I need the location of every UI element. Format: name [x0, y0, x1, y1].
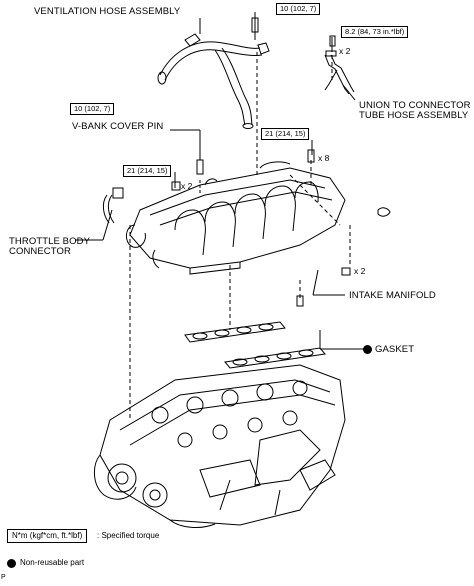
ventilation-hose-label: VENTILATION HOSE ASSEMBLY — [34, 6, 181, 17]
torque-top: 10 (102, 7) — [276, 3, 321, 15]
torque-right-top: 8.2 (84, 73 in.*lbf) — [341, 26, 409, 38]
vbank-cover-pin-label: V-BANK COVER PIN — [72, 121, 164, 132]
torque-legend-box: N*m (kgf*cm, ft.*lbf) — [7, 529, 88, 543]
torque-vbank: 10 (102, 7) — [70, 103, 115, 115]
qty-x8: x 8 — [318, 153, 330, 163]
nonreusable-dot-gasket — [363, 345, 372, 354]
qty-x2-manifold: x 2 — [354, 266, 366, 276]
union-tube-label-2: TUBE HOSE ASSEMBLY — [359, 110, 469, 121]
gasket-label: GASKET — [375, 344, 415, 355]
intake-manifold-label: INTAKE MANIFOLD — [349, 290, 436, 301]
footer-mark: P — [1, 574, 6, 581]
leader-throttle — [102, 209, 113, 241]
torque-right-bolt: 21 (214, 15) — [261, 128, 310, 140]
union-tube-label-1: UNION TO CONNECTOR — [359, 100, 471, 111]
qty-x2-left: x 2 — [181, 181, 193, 191]
throttle-body-label-1: THROTTLE BODY — [9, 236, 91, 247]
torque-left-bolt: 21 (214, 15) — [123, 165, 172, 177]
nonreusable-legend-dot — [7, 559, 16, 568]
nonreusable-legend-text: Non-reusable part — [20, 558, 85, 567]
torque-legend-text: : Specified torque — [97, 531, 160, 540]
leader-union — [342, 84, 356, 101]
leader-intake — [312, 269, 319, 296]
qty-x2-union: x 2 — [339, 46, 351, 56]
throttle-body-label-2: CONNECTOR — [9, 246, 71, 257]
